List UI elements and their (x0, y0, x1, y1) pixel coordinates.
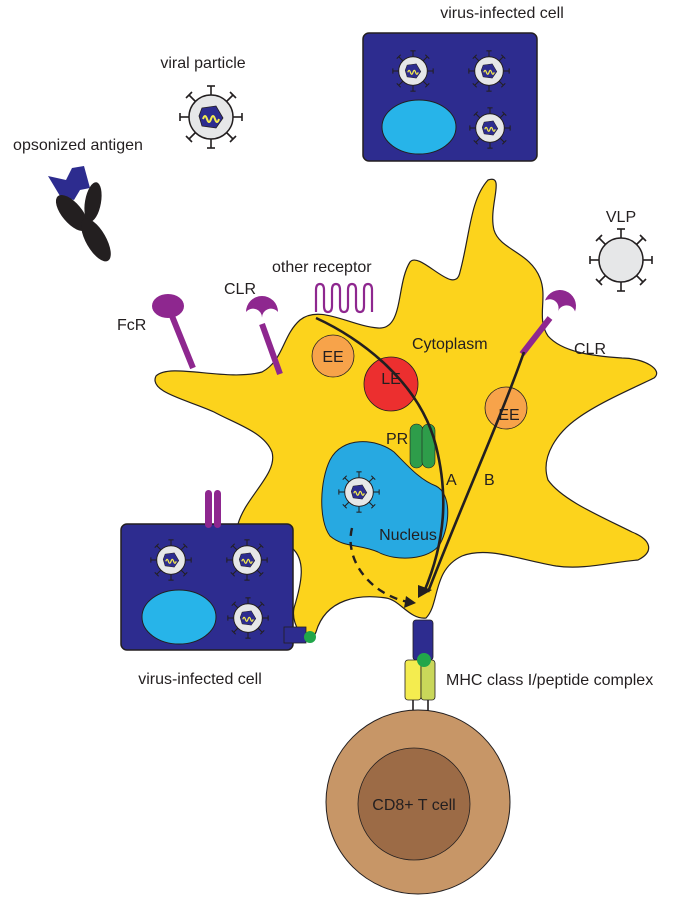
late-endosome: LE (363, 356, 419, 412)
viral-particle-label: viral particle (160, 55, 245, 72)
pathway-arrowhead (418, 585, 432, 598)
clr-receptor-left (246, 296, 283, 376)
proteasome (409, 423, 436, 469)
other-receptor-label: other receptor (272, 259, 372, 276)
other-receptor (314, 282, 374, 314)
fcr-label: FcR (117, 317, 146, 334)
cd8-t-cell-label: CD8+ T cell (372, 797, 455, 814)
pathway-b-arrow (426, 351, 526, 593)
pathway-a-label: A (446, 472, 457, 489)
virus-infected-cell-top-label: virus-infected cell (440, 5, 564, 22)
cross-presentation-dashed-arrow (349, 527, 409, 604)
tcr-receptor-on-infected-cell (205, 490, 221, 528)
mhc-complex-label: MHC class I/peptide complex (446, 672, 653, 689)
fcr-receptor (152, 294, 196, 370)
le-label: LE (381, 371, 401, 388)
clr-right-label: CLR (574, 341, 606, 358)
nucleus-label: Nucleus (379, 527, 437, 544)
dendritic-cell (154, 178, 657, 639)
mhc-class-i-complex (404, 619, 436, 714)
virus-infected-cell-bottom-label: virus-infected cell (138, 671, 262, 688)
ee-right-label: EE (498, 407, 519, 424)
clr-receptor-right (519, 290, 576, 356)
vlp (589, 228, 653, 292)
virus-infected-cell-top (362, 32, 538, 162)
early-endosome-right: EE (484, 386, 528, 430)
pr-label: PR (386, 431, 408, 448)
pathway-a-arrow (315, 316, 445, 593)
ee-left-label: EE (322, 349, 343, 366)
pathway-b-label: B (484, 472, 495, 489)
cytoplasm-label: Cytoplasm (412, 336, 488, 353)
vlp-label: VLP (606, 209, 636, 226)
early-endosome-left: EE (311, 334, 355, 378)
opsonized-antigen (48, 166, 111, 262)
nuclear-virus (339, 472, 379, 512)
clr-left-label: CLR (224, 281, 256, 298)
viral-particle (179, 85, 243, 149)
virus-infected-cell-bottom (120, 523, 316, 651)
opsonized-antigen-label: opsonized antigen (13, 137, 143, 154)
cd8-t-cell (325, 709, 511, 895)
dashed-arrowhead (404, 596, 416, 608)
